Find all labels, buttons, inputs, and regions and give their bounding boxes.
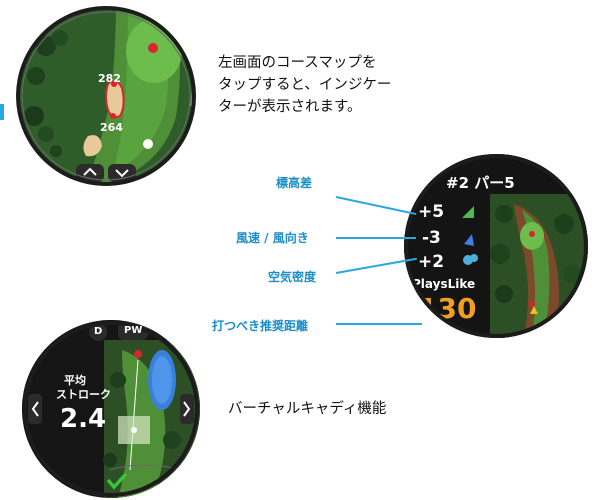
course-map-caption: 左画面のコースマップを タップすると、インジケー ターが表示されます。 — [218, 52, 391, 118]
stat-value: 2.4 — [60, 404, 107, 434]
club-tab-pw[interactable]: PW — [124, 325, 143, 336]
pin-dot — [148, 43, 158, 53]
elevation-callout-label: 標高差 — [276, 176, 313, 190]
stat-label-2: ストローク — [56, 388, 111, 401]
scroll-down-icon[interactable] — [124, 168, 152, 186]
wind-callout-label: 風速 / 風向き — [236, 231, 309, 245]
caption-line-1: 左画面のコースマップを — [218, 55, 377, 71]
elevation-callout-line — [335, 196, 417, 216]
recommended-distance-callout-line — [336, 323, 422, 325]
virtual-caddy-caption: バーチャルキャディ機能 — [228, 401, 387, 417]
next-arrow-icon[interactable] — [180, 394, 194, 424]
distance-marker-upper: 282 — [98, 72, 121, 85]
distance-marker-lower: 264 — [100, 121, 123, 134]
prev-arrow-icon[interactable] — [28, 394, 42, 424]
edge-accent — [0, 104, 4, 120]
caption-line-2: タップすると、インジケー — [218, 77, 392, 93]
course-map-watch[interactable]: 282 264 — [16, 6, 196, 186]
playslike-watch: #2 パー5 +5 -3 +2 PlaysLike 130 — [404, 154, 588, 338]
watch-bezel — [404, 154, 588, 338]
air-density-callout-label: 空気密度 — [268, 270, 317, 284]
wind-callout-line — [336, 237, 416, 239]
air-density-callout-line — [335, 257, 417, 274]
caption-line-3: ターが表示されます。 — [218, 99, 362, 115]
recommended-distance-callout-label: 打つべき推奨距離 — [212, 319, 309, 333]
virtual-caddy-watch: D PW 平均 ストローク 2.4 — [22, 320, 200, 498]
confirm-check-icon[interactable] — [106, 470, 130, 490]
scroll-up-icon[interactable] — [92, 168, 120, 186]
stat-label-1: 平均 — [64, 374, 86, 387]
club-tab-driver[interactable]: D — [94, 326, 103, 337]
